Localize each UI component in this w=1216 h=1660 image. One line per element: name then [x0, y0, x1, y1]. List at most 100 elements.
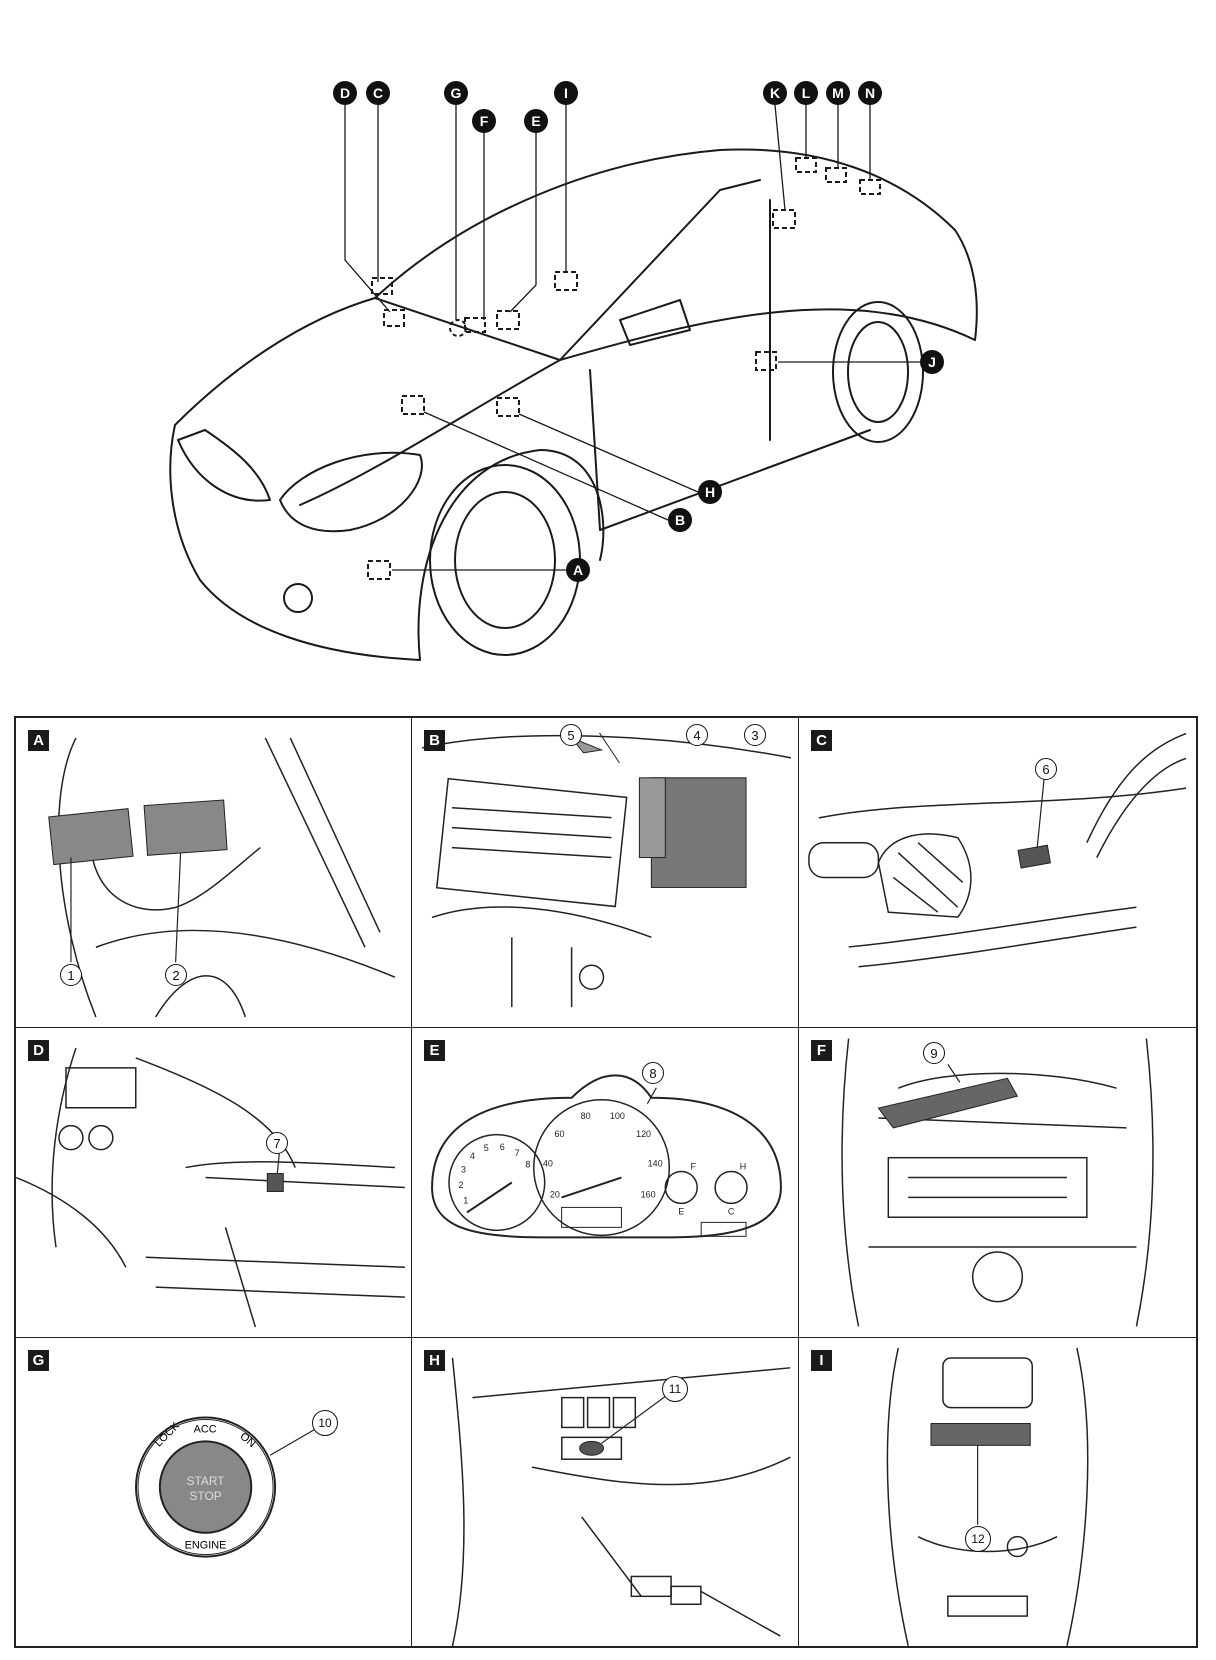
callout-8: 8: [642, 1062, 664, 1084]
headlight: [279, 451, 423, 533]
speedo-scale-label: 40: [543, 1159, 553, 1169]
front-wheel-arch: [417, 449, 605, 661]
panel-i-drawing: [886, 1347, 1089, 1646]
callout-6: 6: [1035, 758, 1057, 780]
leader-h: [518, 413, 699, 493]
loc-box-c: [371, 277, 393, 295]
panel-h-drawing: [451, 1357, 791, 1646]
unit-9: [877, 1077, 1019, 1129]
panel-g-drawing: LOCK ACC ON START STOP ENGINE: [135, 1416, 316, 1558]
side-sill: [599, 429, 871, 531]
cluster-outline: [431, 1074, 782, 1239]
badge-b: B: [675, 512, 685, 528]
roof-outline: [374, 148, 956, 299]
speedo-scale-label: 140: [648, 1159, 663, 1169]
badge-k: K: [770, 85, 780, 101]
sensor-11: [579, 1440, 605, 1456]
temp-gauge: [714, 1170, 748, 1205]
panel-g-label: G: [28, 1350, 49, 1371]
rear-wheel-rim: [847, 321, 909, 423]
start-stop-button: [158, 1440, 253, 1534]
speedo-scale-label: 80: [581, 1111, 591, 1121]
leader-k: [774, 104, 786, 211]
fuel-gauge: [664, 1170, 698, 1205]
badge-l: L: [802, 85, 811, 101]
panel-h: H 11: [412, 1338, 799, 1646]
panel-d-label: D: [28, 1040, 49, 1061]
location-badges: D C G F E I K L M N J H B A: [333, 81, 944, 582]
badge-g: G: [451, 85, 462, 101]
callout-1: 1: [60, 964, 82, 986]
speedo-scale-label: 20: [550, 1189, 560, 1199]
loc-box-j: [755, 351, 777, 371]
control-unit-1: [48, 808, 134, 866]
loc-box-h: [496, 397, 520, 417]
button-stop-text: STOP: [189, 1489, 221, 1503]
loc-box-f: [464, 317, 486, 333]
panel-b-drawing: [421, 732, 792, 1008]
fuse-block: [650, 777, 747, 888]
badge-h: H: [705, 484, 715, 500]
loc-box-k: [772, 209, 796, 229]
tachometer: [448, 1133, 546, 1232]
fog-lamp: [283, 583, 313, 613]
callout-12: 12: [965, 1526, 991, 1552]
badge-c: C: [373, 85, 383, 101]
rear-wheel: [832, 301, 924, 443]
front-wheel: [429, 464, 581, 656]
button-start-text: START: [187, 1474, 225, 1488]
panel-b-label: B: [424, 730, 445, 751]
panel-c-drawing: [808, 732, 1187, 968]
detail-panel-grid: A 1 2 B 5: [14, 716, 1198, 1648]
loc-box-i: [554, 271, 578, 291]
badge-d: D: [340, 85, 350, 101]
ring-acc-text: ACC: [194, 1423, 217, 1435]
tach-scale-label: 3: [461, 1164, 466, 1174]
loc-box-b: [401, 395, 425, 415]
grille: [177, 429, 271, 502]
panel-a-drawing: [48, 737, 396, 1018]
badge-e: E: [531, 113, 540, 129]
tach-scale-label: 4: [470, 1151, 475, 1161]
speedo-scale-label: 120: [636, 1129, 651, 1139]
callout-5: 5: [560, 724, 582, 746]
door-line: [589, 369, 601, 531]
tach-scale-label: 8: [525, 1160, 530, 1170]
loc-ring-g: [449, 319, 467, 337]
panel-a: A 1 2: [16, 718, 412, 1028]
badge-j: J: [928, 354, 936, 370]
tach-scale-label: 1: [463, 1195, 468, 1205]
loc-box-l: [795, 157, 817, 173]
speedo-scale-label: 60: [554, 1129, 564, 1139]
leader-e: [509, 133, 537, 313]
fuel-scale-label: E: [678, 1206, 684, 1216]
badge-m: M: [832, 85, 844, 101]
hood-outline: [174, 297, 376, 426]
loc-box-a: [367, 560, 391, 580]
badge-n: N: [865, 85, 875, 101]
panel-b: B 5 4 3: [412, 718, 799, 1028]
badge-f: F: [480, 113, 489, 129]
control-unit-2: [143, 799, 228, 856]
tach-scale-label: 7: [515, 1148, 520, 1158]
sensor-7: [266, 1173, 284, 1192]
panel-a-label: A: [28, 730, 49, 751]
callout-3: 3: [744, 724, 766, 746]
panel-f: F 9: [799, 1028, 1196, 1338]
panel-i: I 12: [799, 1338, 1196, 1646]
panel-c-label: C: [811, 730, 832, 751]
callout-4: 4: [686, 724, 708, 746]
callout-11: 11: [662, 1376, 688, 1402]
panel-d: D 7: [16, 1028, 412, 1338]
loc-box-d: [383, 309, 405, 327]
temp-scale-label: H: [740, 1162, 746, 1172]
sensor-6: [1017, 844, 1052, 869]
temp-scale-label: C: [728, 1206, 735, 1216]
leader-b: [423, 411, 669, 521]
panel-c: C 6: [799, 718, 1196, 1028]
a-pillar: [559, 179, 761, 361]
panel-d-drawing: [16, 1047, 405, 1328]
loc-box-e: [496, 310, 520, 330]
